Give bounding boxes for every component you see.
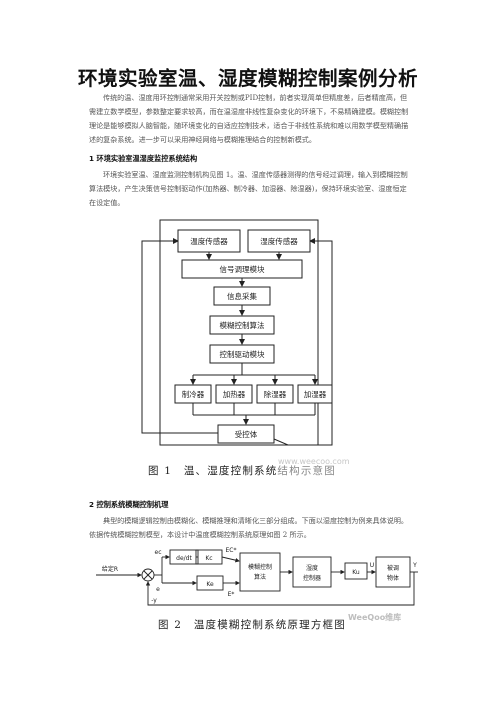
ec-star-label: EC* xyxy=(226,547,237,554)
y-feedback-label: -y xyxy=(151,597,157,604)
page-title: 环境实验室温、湿度模糊控制案例分析 xyxy=(77,67,418,90)
fuzzy-control-box xyxy=(239,552,281,592)
figure-2-diagram: 给定R ec e de/dt Kc Ke EC* E* 模糊控制 算法 湿度 控… xyxy=(96,547,418,606)
kec-label: Kc xyxy=(205,555,212,562)
figure-1-diagram: 温度传感器 湿度传感器 信号调理模块 信息采集 模糊控制算法 控制驱动模块 制冷… xyxy=(141,219,333,446)
u-label: U xyxy=(370,562,374,569)
regulator-label-line-1: 湿度 xyxy=(306,564,318,572)
figure-1-frame xyxy=(159,219,319,446)
ec-label: ec xyxy=(155,549,162,556)
hum-sensor-label: 湿度传感器 xyxy=(260,236,298,246)
plant-label-line-2: 物体 xyxy=(387,574,399,582)
e-label: e xyxy=(156,586,160,593)
acquire-label: 信息采集 xyxy=(227,291,257,301)
figure-1-caption: 图 1 温、湿度控制系统结构示意图 xyxy=(148,465,336,477)
plant-label: 受控体 xyxy=(235,429,258,439)
plant-label-line-1: 被调 xyxy=(387,564,399,572)
fuzzy-label: 模糊控制算法 xyxy=(220,320,265,330)
plant-box xyxy=(217,424,275,444)
y-out-label: Y xyxy=(412,562,417,569)
setpoint-label: 给定R xyxy=(102,565,118,573)
feedback-line-right xyxy=(259,238,333,446)
section-1-paragraph: 环境实验室温、湿度监测控制机构见图 1。温、湿度传感器测得的信号经过调理，输入到… xyxy=(89,170,408,207)
controlled-object-box xyxy=(375,556,411,588)
fuzzy-label-line-2: 算法 xyxy=(254,573,266,581)
section-1-heading: 1 环境实验室温湿度监控系统结构 xyxy=(89,154,198,163)
section-2-heading: 2 控制系统模糊控制机理 xyxy=(89,500,169,509)
drive-label: 控制驱动模块 xyxy=(220,349,265,359)
e-star-label: E* xyxy=(228,591,235,598)
cooler-label: 制冷器 xyxy=(182,389,205,399)
ke-label: Ke xyxy=(206,581,214,588)
feedback-line-left xyxy=(141,238,233,434)
intro-paragraph: 传统的温、湿度用环控制通常采用开关控制或PID控制，前者实现简单但精度差，后者精… xyxy=(89,93,409,144)
hum-label: 加湿器 xyxy=(304,389,327,399)
fuzzy-label-line-1: 模糊控制 xyxy=(248,563,272,571)
dehum-label: 除湿器 xyxy=(264,389,287,399)
ku-box xyxy=(344,562,368,580)
section-2-paragraph: 典型的模糊逻辑控制由模糊化、模糊推理和清晰化三部分组成。下面以湿度控制为例来具体… xyxy=(89,516,409,539)
deriv-label: de/dt xyxy=(176,555,192,562)
figure-2-caption: 图 2 温度模糊控制系统原理方框图 xyxy=(158,619,346,631)
figure-1-watermark: www.weecoo.com xyxy=(278,457,350,466)
ku-label: Ku xyxy=(352,569,360,576)
figure-2-watermark: WeeQoo维库 xyxy=(348,613,402,622)
signal-label: 信号调理模块 xyxy=(220,264,265,274)
regulator-box xyxy=(292,556,332,588)
regulator-label-line-2: 控制器 xyxy=(303,574,321,582)
temp-sensor-label: 温度传感器 xyxy=(190,236,228,246)
heater-label: 加热器 xyxy=(223,389,246,399)
